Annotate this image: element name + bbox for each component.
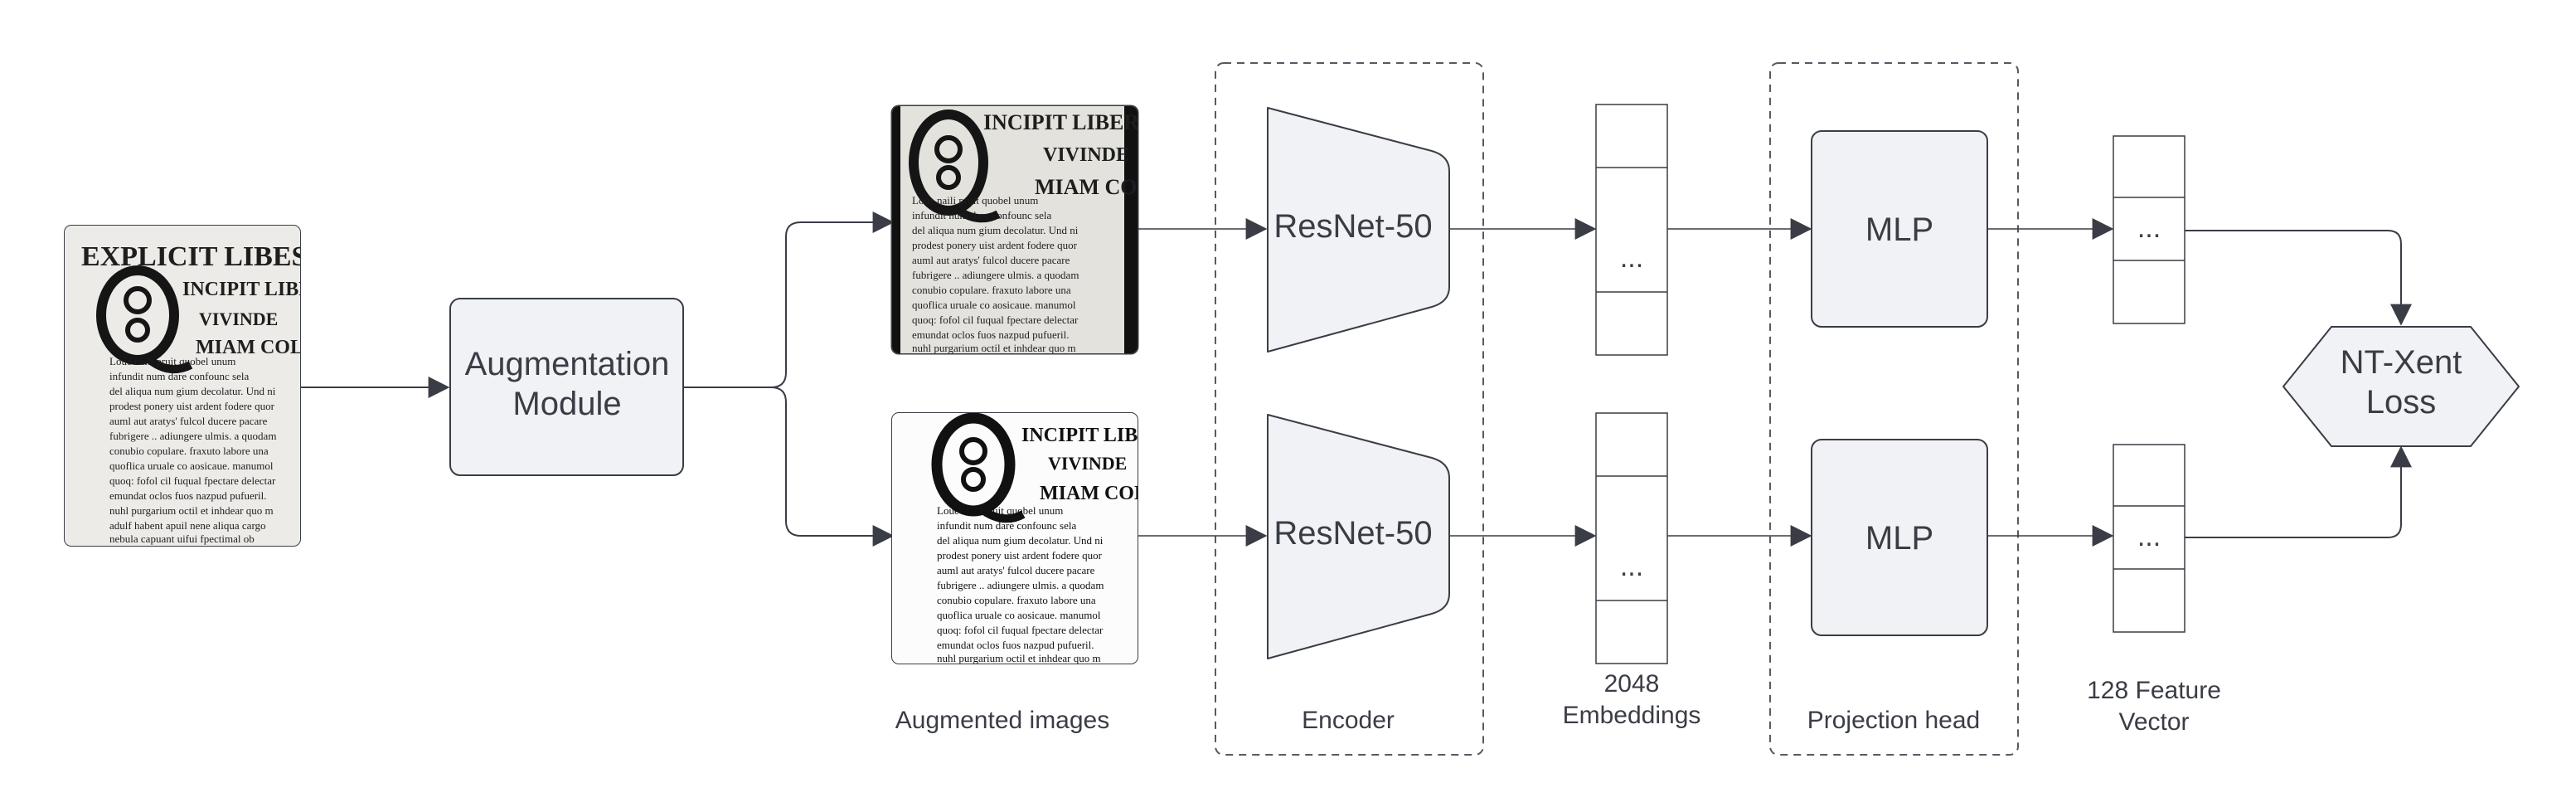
svg-text:quoq: fofol cil fuqual fpectar: quoq: fofol cil fuqual fpectare delectar	[109, 474, 276, 487]
encoder-label-2: ResNet-50	[1273, 515, 1432, 552]
svg-text:Loue naili pruit quobel unu: Loue naili pruit quobel unum	[109, 355, 235, 367]
svg-text:nebula capuant uifui fpectimal: nebula capuant uifui fpectimal ob	[109, 532, 255, 545]
input-manuscript-image: EXPLICIT LIBES QUART INCIPIT LIBER VIVIN…	[64, 225, 415, 547]
svg-text:fubrigere .. adiungere ulmis.: fubrigere .. adiungere ulmis. a quodam	[912, 269, 1079, 281]
feature-ellipsis-1: ...	[2137, 212, 2161, 244]
feature-ellipsis-2: ...	[2137, 521, 2161, 552]
encoder-group-box	[1215, 62, 1484, 756]
manuscript-heading: EXPLICIT LIBES QUART	[81, 241, 415, 272]
augmented-images-label: Augmented images	[895, 707, 1110, 734]
augmentation-branch-connector	[683, 212, 895, 547]
manuscript-title-2: MIAM COL	[196, 337, 303, 358]
projection-head-group-box	[1769, 62, 2019, 756]
svg-text:nuhl purgarium octil et inhdea: nuhl purgarium octil et inhdear quo m	[912, 342, 1076, 354]
arrow-feature1-to-loss	[2185, 230, 2412, 326]
encoder-resnet-1: ResNet-50	[1267, 107, 1450, 353]
svg-text:prodest ponery uist ardent fod: prodest ponery uist ardent fodere quor	[109, 400, 275, 412]
augmented-image-1: INCIPIT LIBER VIVINDE MIAM COL Loue nail…	[890, 105, 1152, 355]
feature-vector-label-line1: 128 Feature	[2087, 677, 2221, 704]
svg-text:del aliqua num gium decolatur: del aliqua num gium decolatur. Und ni	[912, 224, 1079, 236]
nt-xent-loss-node: NT-Xent Loss	[2283, 326, 2520, 447]
feature-vector-2: ...	[2113, 444, 2185, 633]
svg-text:VIVINDE: VIVINDE	[1048, 453, 1127, 474]
svg-text:INCIPIT LIBER: INCIPIT LIBER	[983, 110, 1139, 134]
decorated-initial-q	[96, 265, 193, 374]
mlp-label-2: MLP	[1865, 520, 1933, 557]
svg-text:infundit num dare confounc: infundit num dare confounc sela	[912, 209, 1051, 221]
svg-text:VIVINDE: VIVINDE	[1043, 144, 1129, 166]
svg-text:Loue naili pruit quobel unu: Loue naili pruit quobel unum	[912, 194, 1038, 207]
svg-text:INCIPIT LIBER: INCIPIT LIBER	[1021, 425, 1166, 446]
augmentation-module: Augmentation Module	[449, 298, 684, 476]
embedding-ellipsis-1: ...	[1620, 242, 1643, 274]
svg-text:infundit num dare confounc: infundit num dare confounc sela	[109, 370, 249, 382]
feature-vector-1: ...	[2113, 135, 2185, 324]
embedding-ellipsis-2: ...	[1620, 551, 1643, 582]
arrow-feature2-to-loss	[2185, 445, 2412, 538]
svg-text:MIAM COL: MIAM COL	[1040, 483, 1147, 504]
svg-text:prodest ponery uist ardent fod: prodest ponery uist ardent fodere quor	[937, 549, 1103, 562]
svg-text:emundat oclos fuos nazpud pufu: emundat oclos fuos nazpud pufueril.	[109, 489, 267, 502]
augmentation-label-line2: Module	[512, 386, 621, 422]
svg-text:conubio copulare. fraxuto labo: conubio copulare. fraxuto labore una	[912, 284, 1071, 296]
mlp-block-1: MLP	[1811, 130, 1988, 328]
svg-text:MIAM COL: MIAM COL	[1035, 175, 1152, 199]
encoder-label: Encoder	[1302, 707, 1395, 734]
svg-text:conubio copulare. fraxuto labo: conubio copulare. fraxuto labore una	[109, 445, 269, 457]
augmentation-label-line1: Augmentation	[465, 346, 670, 382]
svg-text:quoq: fofol cil fuqual fpectar: quoq: fofol cil fuqual fpectare delectar	[912, 314, 1079, 326]
embeddings-label-line2: Embeddings	[1563, 702, 1701, 729]
loss-label-line2: Loss	[2366, 384, 2437, 421]
svg-text:del aliqua num gium decolatur: del aliqua num gium decolatur. Und ni	[109, 385, 276, 397]
svg-text:emundat oclos fuos nazpud pufu: emundat oclos fuos nazpud pufueril.	[937, 639, 1094, 651]
svg-text:nuhl purgarium octil et inhdea: nuhl purgarium octil et inhdear quo m	[109, 504, 274, 517]
svg-text:auml aut aratys' fulcol ducere: auml aut aratys' fulcol ducere pacare	[937, 564, 1095, 576]
projection-head-label: Projection head	[1807, 707, 1980, 734]
embedding-vector-2: ...	[1595, 412, 1668, 664]
svg-text:fubrigere .. adiungere ulmis.: fubrigere .. adiungere ulmis. a quodam	[937, 579, 1104, 591]
embedding-vector-1: ...	[1595, 104, 1668, 356]
mlp-block-2: MLP	[1811, 439, 1988, 636]
svg-text:auml aut aratys' fulcol ducere: auml aut aratys' fulcol ducere pacare	[912, 254, 1070, 266]
svg-text:quoflica uruale co aosicaue. m: quoflica uruale co aosicaue. manumol	[912, 299, 1076, 311]
svg-text:prodest ponery uist ardent fod: prodest ponery uist ardent fodere quor	[912, 239, 1078, 251]
feature-vector-label-line2: Vector	[2118, 708, 2189, 736]
svg-text:fubrigere .. adiungere ulmis.: fubrigere .. adiungere ulmis. a quodam	[109, 430, 276, 442]
svg-text:quoflica uruale co aosicaue. m: quoflica uruale co aosicaue. manumol	[109, 459, 274, 472]
augmented-image-2: INCIPIT LIBER VIVINDE MIAM COL Loue nail…	[891, 412, 1166, 664]
svg-text:auml aut aratys' fulcol ducere: auml aut aratys' fulcol ducere pacare	[109, 415, 268, 427]
encoder-resnet-2: ResNet-50	[1267, 414, 1450, 659]
svg-text:emundat oclos fuos nazpud pufu: emundat oclos fuos nazpud pufueril.	[912, 328, 1070, 341]
manuscript-title-1: VIVINDE	[199, 309, 278, 329]
loss-label-line1: NT-Xent	[2341, 344, 2462, 381]
manuscript-subheading: INCIPIT LIBER	[182, 279, 327, 300]
encoder-label-1: ResNet-50	[1273, 208, 1432, 245]
svg-text:conubio copulare. fraxuto labo: conubio copulare. fraxuto labore una	[937, 594, 1096, 606]
svg-text:adulf habent apuil nene aliqua: adulf habent apuil nene aliqua cargo	[109, 519, 266, 532]
svg-text:Loue naili pruit quobel unu: Loue naili pruit quobel unum	[937, 504, 1063, 517]
manuscript-text-block: Loue naili pruit quobel unum infundit nu…	[109, 355, 276, 545]
svg-text:quoflica uruale co aosicaue. m: quoflica uruale co aosicaue. manumol	[937, 609, 1101, 621]
svg-text:del aliqua num gium decolatur: del aliqua num gium decolatur. Und ni	[937, 534, 1104, 547]
svg-text:infundit num dare confounc: infundit num dare confounc sela	[937, 519, 1076, 532]
svg-text:nuhl purgarium octil et inhdea: nuhl purgarium octil et inhdear quo m	[937, 652, 1101, 664]
mlp-label-1: MLP	[1865, 212, 1933, 248]
embeddings-label-line1: 2048	[1604, 670, 1660, 698]
svg-text:quoq: fofol cil fuqual fpectar: quoq: fofol cil fuqual fpectare delectar	[937, 624, 1104, 636]
